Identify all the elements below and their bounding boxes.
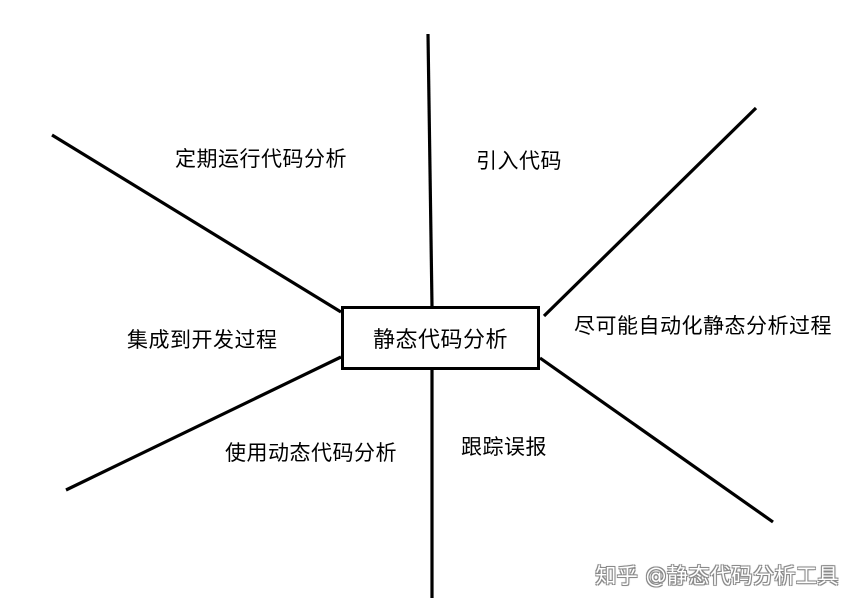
label-left: 集成到开发过程 bbox=[127, 328, 278, 352]
spoke-lower-right bbox=[539, 356, 774, 524]
spoke-lower-left bbox=[65, 355, 342, 492]
spoke-upper-right bbox=[542, 106, 758, 318]
label-top-right: 引入代码 bbox=[476, 149, 562, 173]
label-top-left: 定期运行代码分析 bbox=[175, 147, 347, 171]
center-node: 静态代码分析 bbox=[341, 306, 540, 370]
spoke-upper-left bbox=[51, 133, 342, 314]
center-node-label: 静态代码分析 bbox=[372, 328, 508, 353]
spoke-top bbox=[426, 33, 434, 307]
label-bottom-right: 跟踪误报 bbox=[461, 435, 547, 459]
label-right: 尽可能自动化静态分析过程 bbox=[574, 314, 832, 338]
label-bottom-left: 使用动态代码分析 bbox=[225, 441, 397, 465]
watermark: 知乎 @静态代码分析工具 bbox=[595, 564, 839, 588]
